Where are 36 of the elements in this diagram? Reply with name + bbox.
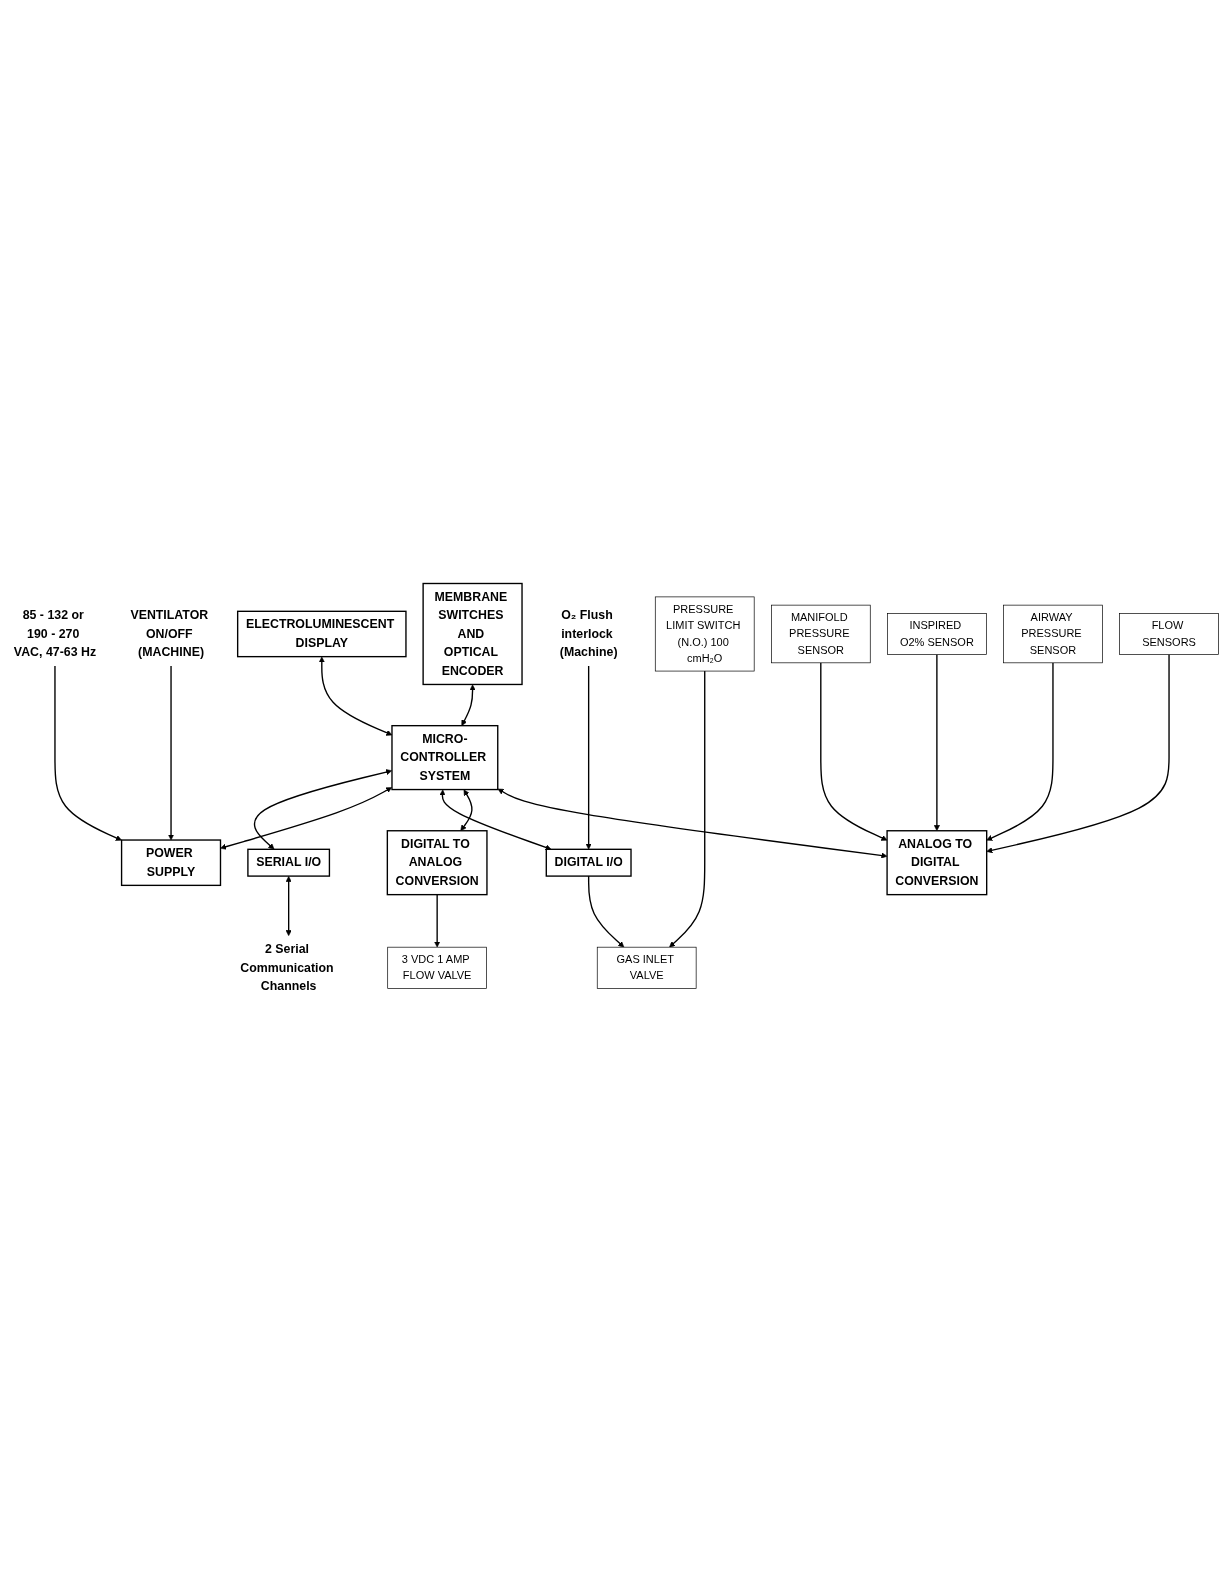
node-text: O₂ Flush interlock (Machine) bbox=[559, 608, 618, 660]
arrow bbox=[285, 876, 292, 937]
node-box: PRESSURE LIMIT SWITCH (N.O.) 100 cmH₂O bbox=[654, 596, 755, 672]
node-text: VENTILATOR ON/OFF (MACHINE) bbox=[130, 608, 209, 660]
node-box: INSPIRED O2% SENSOR bbox=[887, 613, 987, 656]
arrow bbox=[669, 670, 706, 948]
arrow bbox=[168, 665, 175, 841]
node-box: MICRO-CONTROLLER SYSTEM bbox=[391, 725, 499, 791]
node-box: FLOW SENSORS bbox=[1119, 613, 1219, 656]
arrow bbox=[587, 875, 625, 948]
arrow bbox=[497, 789, 888, 859]
node-text: 85 - 132 or 190 - 270 VAC, 47-63 Hz bbox=[13, 608, 97, 660]
arrow bbox=[434, 894, 441, 948]
arrow bbox=[253, 769, 392, 850]
arrow bbox=[986, 662, 1054, 842]
node-text: 2 Serial Communication Channels bbox=[240, 942, 334, 994]
arrow bbox=[933, 654, 940, 832]
arrow bbox=[461, 684, 476, 727]
node-box: GAS INLET VALVE bbox=[596, 947, 697, 990]
arrow bbox=[986, 654, 1170, 854]
arrow bbox=[54, 665, 122, 842]
arrow bbox=[460, 789, 473, 832]
node-box: MEMBRANE SWITCHES AND OPTICAL ENCODER bbox=[422, 583, 523, 686]
node-box: POWER SUPPLY bbox=[120, 839, 222, 887]
node-box: DIGITAL I/O bbox=[545, 849, 632, 878]
node-box: MANIFOLD PRESSURE SENSOR bbox=[771, 605, 871, 664]
node-box: ANALOG TO DIGITAL CONVERSION bbox=[886, 830, 988, 896]
arrow bbox=[820, 662, 888, 842]
node-box: DIGITAL TO ANALOG CONVERSION bbox=[386, 830, 488, 896]
arrow bbox=[439, 789, 552, 851]
arrow bbox=[585, 665, 592, 850]
node-box: 3 VDC 1 AMP FLOW VALVE bbox=[387, 947, 487, 990]
node-box: SERIAL I/O bbox=[247, 849, 331, 878]
arrow bbox=[220, 787, 392, 851]
node-box: ELECTROLUMINESCENT DISPLAY bbox=[236, 611, 407, 658]
node-box: AIRWAY PRESSURE SENSOR bbox=[1003, 605, 1103, 664]
